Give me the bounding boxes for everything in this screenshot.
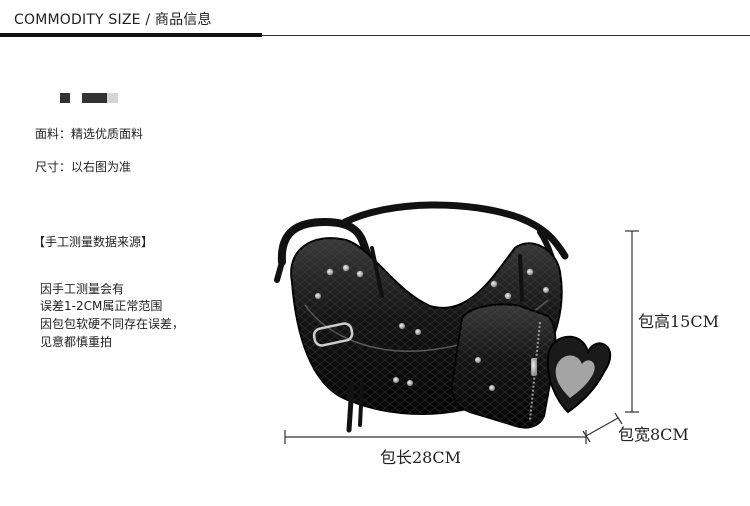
measurement-note-line: 误差1-2CM属正常范围 bbox=[40, 299, 163, 313]
measurement-note-line: 因包包软硬不同存在误差， bbox=[40, 317, 185, 331]
material-info: 面料：精选优质面料 bbox=[35, 127, 144, 141]
header-rule-thin bbox=[262, 35, 750, 36]
width-dimension-label: 包宽8CM bbox=[618, 425, 689, 444]
bag-tassel bbox=[346, 382, 355, 433]
color-swatch-dark-wide bbox=[82, 93, 107, 103]
bag-tassel bbox=[370, 246, 384, 298]
bag-strap bbox=[341, 201, 569, 260]
bag-strap-tail bbox=[274, 259, 285, 283]
header-rule-thick bbox=[0, 33, 262, 37]
handbag-illustration bbox=[274, 201, 612, 433]
header-title: COMMODITY SIZE / 商品信息 bbox=[14, 12, 212, 28]
zipper-pull-icon bbox=[531, 358, 537, 376]
color-swatch-light bbox=[107, 93, 118, 103]
measurement-section-title: 【手工测量数据来源】 bbox=[33, 235, 154, 249]
bag-strap bbox=[277, 217, 376, 266]
stud-icons bbox=[315, 264, 549, 386]
measurement-note-line: 因手工测量会有 bbox=[40, 282, 125, 296]
height-dimension-label: 包高15CM bbox=[638, 312, 719, 331]
size-info: 尺寸：以右图为准 bbox=[35, 160, 132, 174]
measurement-note-line: 见意都慎重拍 bbox=[40, 335, 113, 349]
length-dimension-line bbox=[284, 430, 587, 444]
length-dimension-label: 包长28CM bbox=[380, 448, 461, 467]
height-dimension-line bbox=[625, 230, 639, 413]
bag-tassel bbox=[518, 254, 524, 302]
color-swatch-dark-small bbox=[60, 93, 70, 103]
bag-tassel bbox=[358, 382, 364, 427]
width-dimension-line bbox=[582, 412, 623, 443]
buckle-icon bbox=[312, 322, 354, 347]
